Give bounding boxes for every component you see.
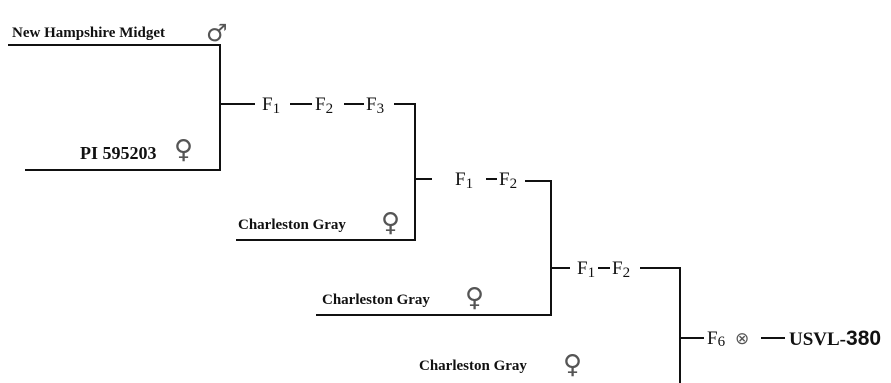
male-symbol: ♂	[206, 19, 228, 47]
bracket-cross-2	[236, 103, 432, 241]
gen-f1-cross-2: F1	[455, 169, 473, 192]
gen-f6: F6	[707, 328, 726, 350]
female-symbol: ♀	[563, 350, 582, 380]
bracket-cross-4	[640, 267, 704, 383]
selfing-symbol: ⊗	[735, 329, 749, 349]
parent-label-charleston-gray-1: Charleston Gray	[238, 217, 346, 233]
parent-label-charleston-gray-2: Charleston Gray	[322, 292, 430, 308]
female-symbol: ♀	[465, 283, 484, 313]
female-symbol: ♀	[174, 135, 193, 165]
parent-label-pi-595203: PI 595203	[80, 143, 157, 163]
bracket-cross-3	[316, 180, 570, 316]
gen-f2-cross-2: F2	[499, 169, 517, 192]
gen-f1-cross-3: F1	[577, 258, 595, 281]
parent-label-new-hampshire-midget: New Hampshire Midget	[12, 25, 165, 41]
parent-label-charleston-gray-3: Charleston Gray	[419, 358, 527, 374]
bracket-cross-1	[8, 44, 255, 171]
female-symbol: ♀	[381, 208, 400, 238]
gen-f2-cross-1: F2	[315, 94, 333, 117]
gen-f3-cross-1: F3	[366, 94, 384, 117]
final-line-usvl-380: USVL-380	[789, 327, 881, 350]
gen-f2-cross-3: F2	[612, 258, 630, 281]
gen-f1-cross-1: F1	[262, 94, 280, 117]
